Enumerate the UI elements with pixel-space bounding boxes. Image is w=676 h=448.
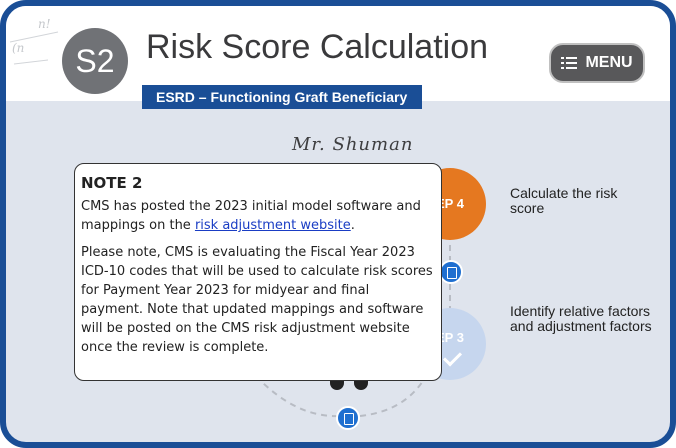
header: n! (n S2 Risk Score Calculation MENU [6,6,670,101]
math-decoration-icon: n! (n [8,12,68,82]
step-4-label: EP 4 [436,196,464,211]
svg-text:(n: (n [12,41,24,55]
menu-button-label: MENU [585,54,633,71]
section-badge: S2 [62,28,128,94]
svg-text:n!: n! [38,17,51,31]
menu-button[interactable]: MENU [549,43,645,83]
checkmark-icon [442,347,463,367]
step-3-label: EP 3 [436,330,464,345]
document-button-lower[interactable] [336,406,360,430]
step-4-description: Calculate the risk score [510,185,618,216]
person-name: Mr. Shuman [292,134,414,155]
note-paragraph-1: CMS has posted the 2023 initial model so… [81,199,421,233]
note-popup: NOTE 2 CMS has posted the 2023 initial m… [74,163,442,381]
page-title: Risk Score Calculation [146,28,489,66]
step-3-description: Identify relative factors and adjustment… [510,303,652,334]
menu-list-icon [561,56,578,70]
note-paragraph-2: Please note, CMS is evaluating the Fisca… [81,245,433,355]
note-title: NOTE 2 [81,174,143,192]
document-icon [344,413,354,425]
document-icon [447,267,457,279]
page-subtitle: ESRD – Functioning Graft Beneficiary [142,85,422,109]
document-button-upper[interactable] [439,260,463,284]
risk-adjustment-link[interactable]: risk adjustment website [194,218,351,233]
